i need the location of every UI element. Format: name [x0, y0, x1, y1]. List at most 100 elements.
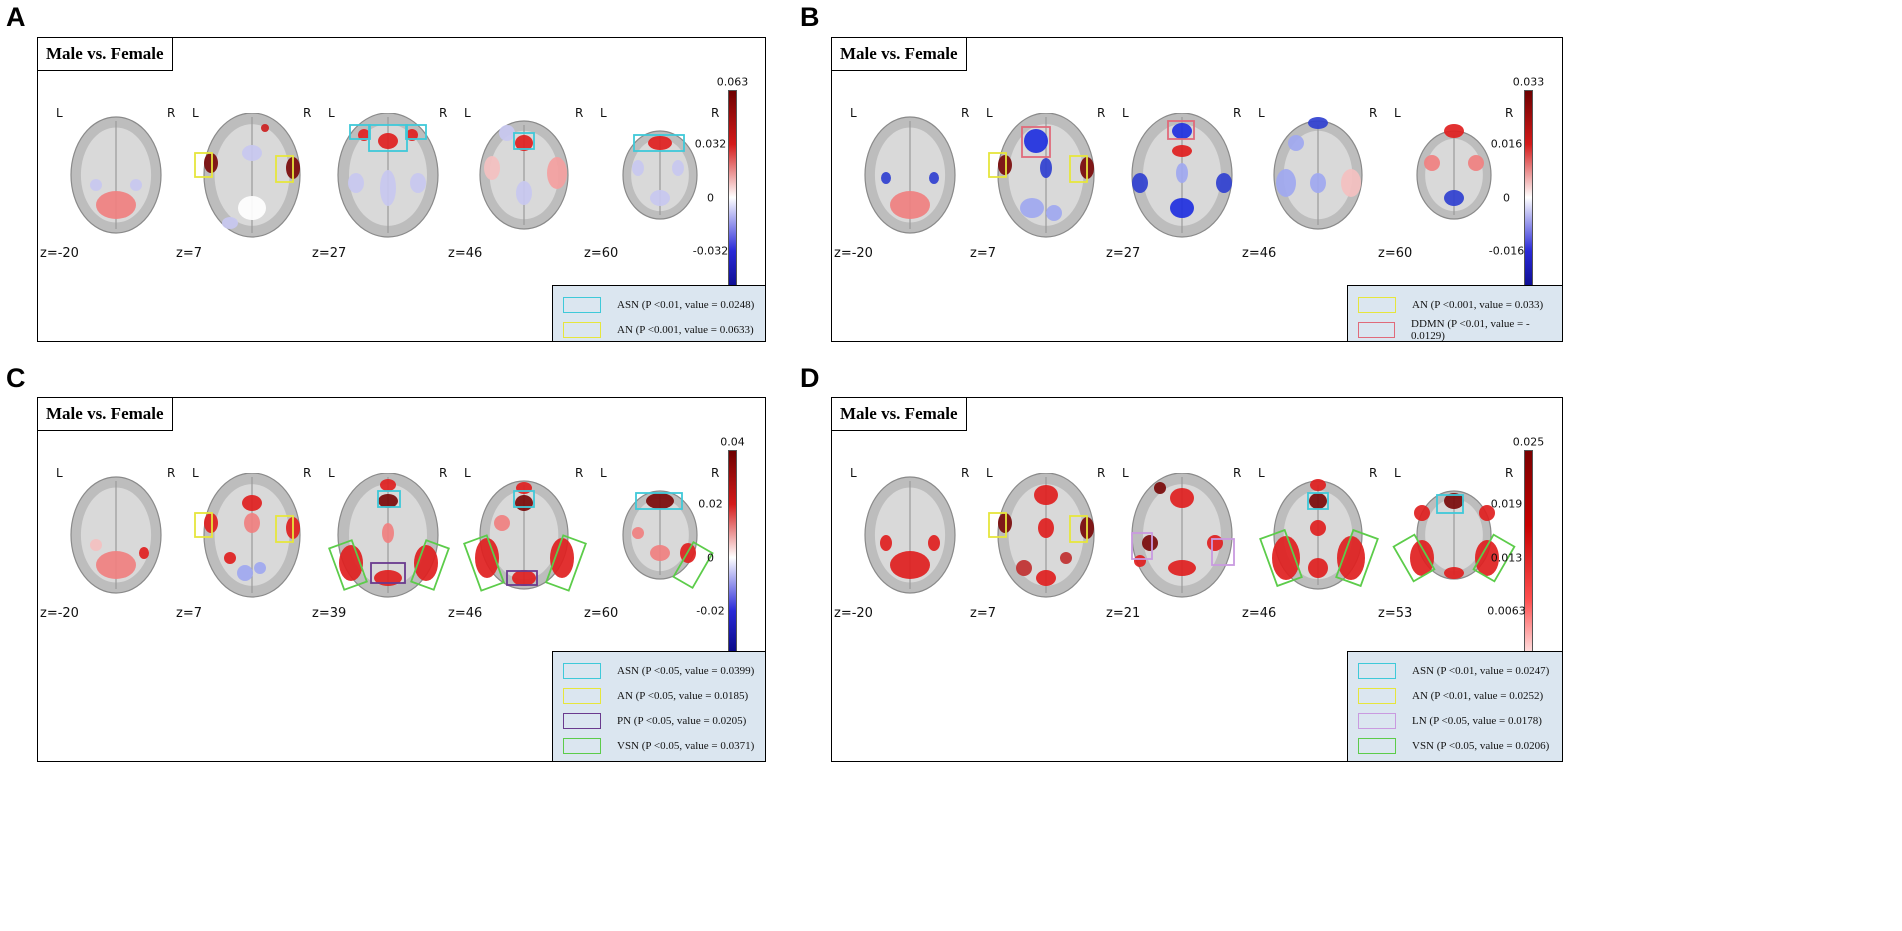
- activation-blob: [1444, 493, 1464, 509]
- right-label: R: [167, 106, 176, 120]
- roi-box: [1436, 494, 1464, 514]
- brain-slice: [463, 480, 587, 592]
- colorbar: [1524, 450, 1533, 665]
- activation-blob: [1424, 155, 1440, 171]
- activation-blob: [650, 190, 670, 206]
- roi-box: [1069, 155, 1088, 183]
- activation-blob: [550, 538, 574, 578]
- activation-blob: [130, 179, 142, 191]
- panel-letter: D: [800, 363, 820, 393]
- activation-blob: [1444, 124, 1464, 138]
- activation-blob: [632, 160, 644, 176]
- activation-blob: [1288, 135, 1304, 151]
- right-label: R: [167, 466, 176, 480]
- roi-box: [1392, 533, 1436, 583]
- activation-blob: [1207, 535, 1223, 551]
- activation-blob: [1172, 145, 1192, 157]
- legend-item: ASN (P <0.01, value = 0.0248): [563, 292, 765, 317]
- activation-blob: [1410, 540, 1434, 576]
- right-label: R: [1369, 106, 1378, 120]
- activation-blob: [1024, 129, 1048, 153]
- roi-box: [275, 515, 294, 543]
- roi-box: [635, 492, 683, 510]
- legend-item: DDMN (P <0.01, value = - 0.0129): [1358, 317, 1562, 342]
- activation-blob: [222, 217, 238, 229]
- left-label: L: [56, 466, 63, 480]
- legend-item: PN (P <0.05, value = 0.0205): [563, 708, 765, 733]
- brain-slice: [70, 116, 162, 234]
- right-label: R: [303, 106, 312, 120]
- left-label: L: [56, 106, 63, 120]
- slice-z-label: z=46: [448, 246, 483, 261]
- activation-blob: [261, 124, 269, 132]
- activation-blob: [1276, 169, 1296, 197]
- roi-box: [368, 124, 408, 152]
- left-label: L: [1394, 106, 1401, 120]
- activation-blob: [237, 565, 253, 581]
- legend-swatch: [1358, 321, 1395, 338]
- roi-box: [1259, 528, 1303, 588]
- activation-blob: [516, 181, 532, 205]
- brain-slice: [194, 473, 301, 598]
- right-label: R: [1505, 466, 1514, 480]
- activation-blob: [929, 172, 939, 184]
- activation-blob: [890, 551, 930, 579]
- roi-box: [463, 534, 505, 592]
- activation-blob: [928, 535, 940, 551]
- activation-blob: [1142, 535, 1158, 551]
- right-label: R: [1233, 106, 1242, 120]
- roi-box: [328, 539, 368, 591]
- activation-blob: [648, 136, 672, 150]
- right-label: R: [303, 466, 312, 480]
- slice-z-label: z=46: [1242, 606, 1277, 621]
- brain-slice: [864, 116, 956, 234]
- right-label: R: [961, 106, 970, 120]
- roi-box: [370, 562, 406, 584]
- legend-text: LN (P <0.05, value = 0.0178): [1412, 714, 1542, 727]
- legend-item: AN (P <0.001, value = 0.033): [1358, 292, 1562, 317]
- activation-blob: [242, 495, 262, 511]
- left-label: L: [328, 466, 335, 480]
- legend-item: ASN (P <0.05, value = 0.0399): [563, 658, 765, 683]
- roi-box: [1211, 538, 1235, 566]
- activation-blob: [890, 191, 930, 219]
- left-label: L: [1258, 106, 1265, 120]
- activation-blob: [1176, 163, 1188, 183]
- activation-blob: [881, 172, 891, 184]
- slice-z-label: z=7: [176, 246, 202, 261]
- brain-slice: [337, 113, 439, 238]
- right-label: R: [1369, 466, 1378, 480]
- activation-blob: [1444, 190, 1464, 206]
- activation-blob: [998, 155, 1012, 175]
- brain-slice: [1392, 490, 1516, 583]
- left-label: L: [850, 106, 857, 120]
- left-label: L: [1122, 106, 1129, 120]
- left-label: L: [464, 466, 471, 480]
- left-label: L: [600, 106, 607, 120]
- activation-blob: [378, 133, 398, 149]
- brain-slice: [1259, 479, 1379, 590]
- activation-blob: [90, 539, 102, 551]
- slice-z-label: z=7: [970, 606, 996, 621]
- activation-blob: [1444, 567, 1464, 579]
- activation-blob: [238, 196, 266, 220]
- roi-box: [194, 152, 213, 178]
- colorbar-tick: 0.033: [1512, 75, 1545, 89]
- slice-z-label: z=27: [312, 246, 347, 261]
- legend-item: VSN (P <0.05, value = 0.0206): [1358, 733, 1562, 758]
- legend-item: AN (P <0.001, value = 0.0633): [563, 317, 765, 342]
- legend-text: DDMN (P <0.01, value = - 0.0129): [1411, 317, 1530, 342]
- activation-blob: [672, 160, 684, 176]
- activation-blob: [1060, 552, 1072, 564]
- activation-blob: [880, 535, 892, 551]
- colorbar-tick: -0.016: [1488, 244, 1525, 258]
- activation-blob: [516, 482, 532, 494]
- brain-slice: [1131, 113, 1233, 238]
- colorbar-tick: 0.0063: [1487, 604, 1526, 618]
- activation-blob: [512, 570, 536, 586]
- left-label: L: [464, 106, 471, 120]
- activation-blob: [254, 562, 266, 574]
- colorbar-tick: -0.032: [692, 244, 729, 258]
